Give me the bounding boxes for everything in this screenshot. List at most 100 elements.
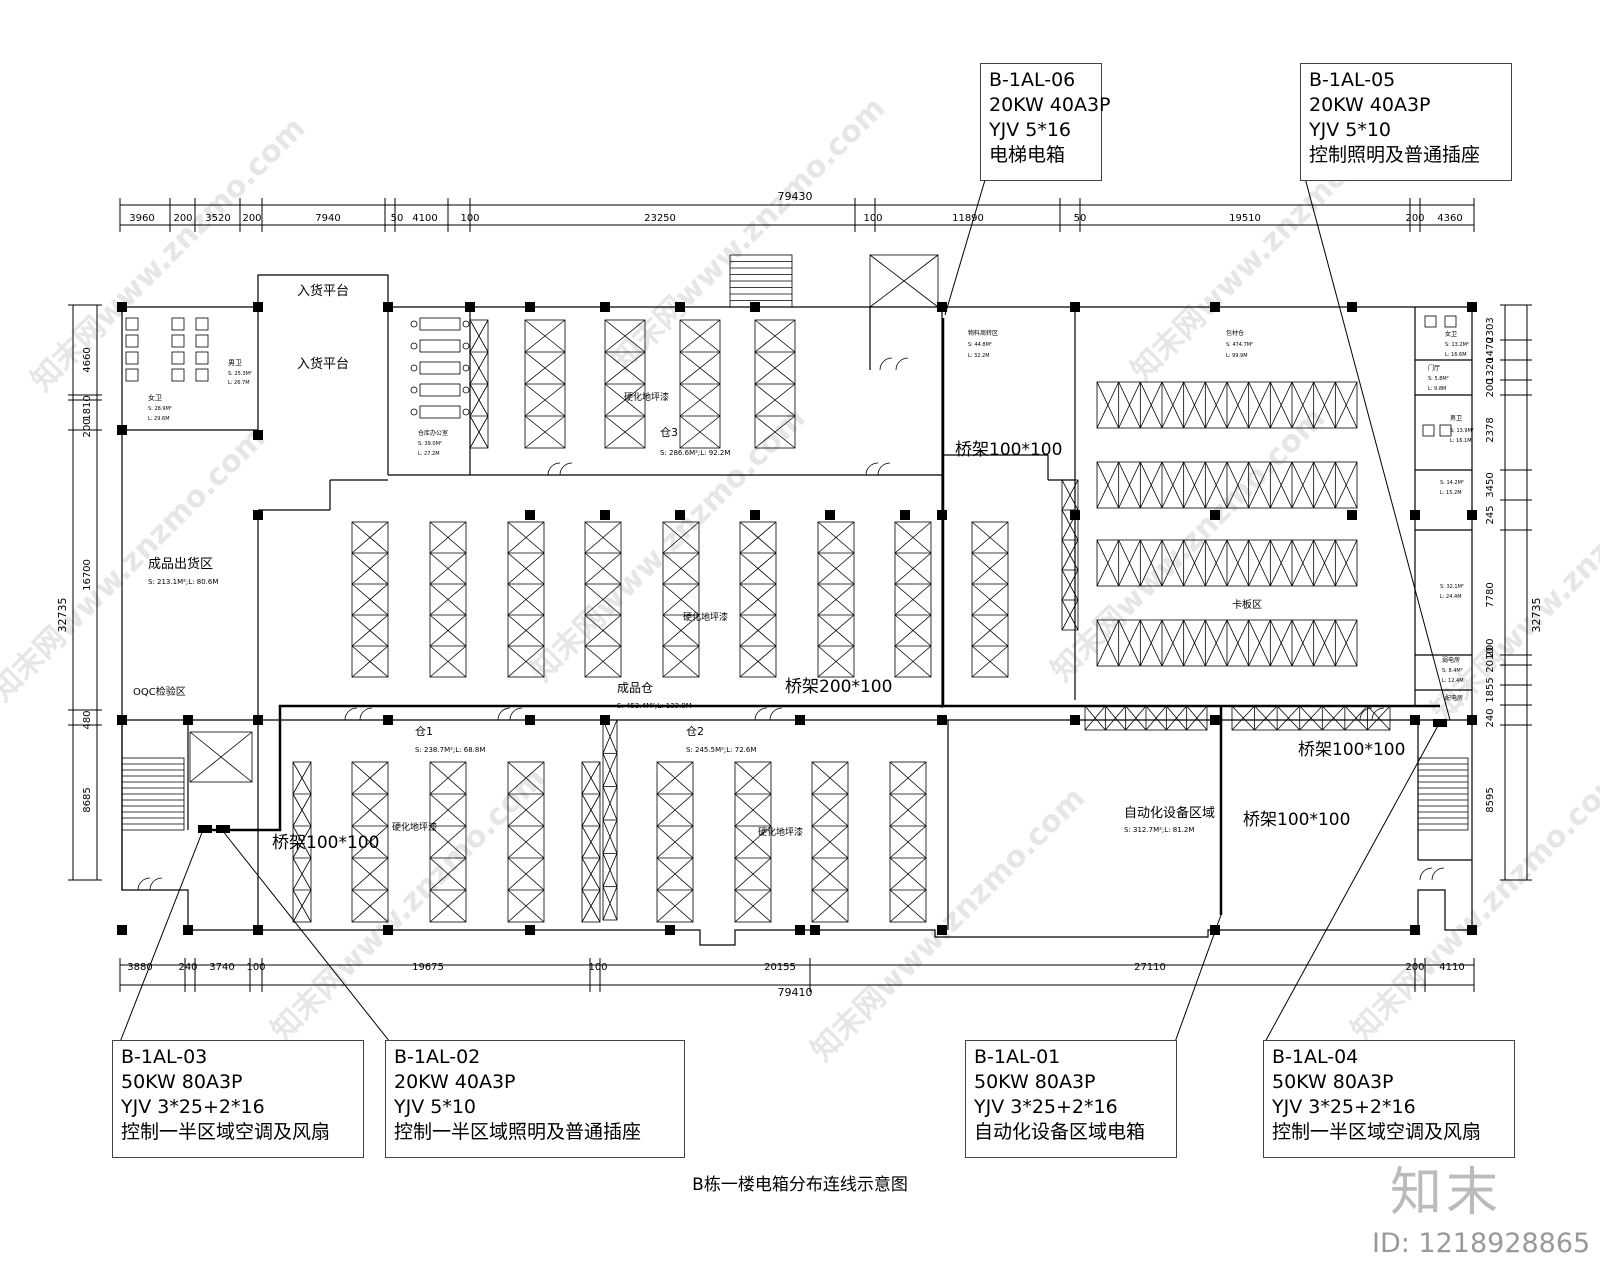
door-swing bbox=[137, 877, 151, 891]
storage-rack bbox=[429, 761, 467, 923]
room-area: S: 44.8M² bbox=[968, 342, 992, 348]
structural-column bbox=[383, 715, 393, 725]
structural-column bbox=[810, 925, 820, 935]
toilet-fixture bbox=[195, 317, 209, 331]
callout-line: B-1AL-06 bbox=[989, 69, 1076, 91]
structural-column bbox=[1410, 510, 1420, 520]
door-swing bbox=[1419, 867, 1433, 881]
structural-column bbox=[253, 430, 263, 440]
toilet-fixture bbox=[195, 351, 209, 365]
storage-rack bbox=[679, 319, 721, 449]
storage-rack bbox=[469, 319, 489, 449]
storage-rack bbox=[889, 761, 927, 923]
dim-label: 8595 bbox=[1485, 787, 1496, 812]
structural-column bbox=[1210, 302, 1220, 312]
structural-column bbox=[1070, 510, 1080, 520]
room-area: S: 25.3M² bbox=[228, 371, 252, 377]
room-label: 配电房 bbox=[1445, 694, 1463, 702]
callout-line: 20KW 40A3P bbox=[1309, 94, 1431, 116]
brand-logo: 知末 bbox=[1390, 1163, 1503, 1223]
storage-rack bbox=[351, 521, 389, 678]
electrical-box-b-1al-02 bbox=[216, 825, 230, 833]
dim-label: 1470 bbox=[1485, 337, 1496, 362]
door-swing bbox=[509, 707, 523, 721]
structural-column bbox=[665, 925, 675, 935]
structural-column bbox=[750, 302, 760, 312]
storage-rack bbox=[739, 521, 777, 678]
office-desk bbox=[410, 317, 470, 331]
storage-rack bbox=[971, 521, 1009, 678]
staircase bbox=[1417, 757, 1469, 831]
toilet-fixture bbox=[195, 368, 209, 382]
dimension-lines bbox=[68, 198, 1532, 992]
dim-label: 100 bbox=[863, 213, 882, 224]
room-label: 男卫 bbox=[1450, 415, 1462, 422]
structural-column bbox=[675, 510, 685, 520]
structural-column bbox=[1347, 302, 1357, 312]
door-swing bbox=[879, 357, 893, 371]
toilet-fixture bbox=[125, 317, 139, 331]
dim-label: 4110 bbox=[1439, 962, 1464, 973]
callout-line: 控制照明及普通插座 bbox=[1309, 144, 1481, 166]
storage-rack bbox=[1096, 461, 1358, 509]
callout-line: YJV 5*10 bbox=[394, 1096, 477, 1118]
dim-label: 200 bbox=[1405, 962, 1424, 973]
room-label: 入货平台 bbox=[297, 283, 349, 299]
room-label: 物料周转区 bbox=[968, 329, 998, 337]
toilet-fixture bbox=[1439, 424, 1452, 437]
dim-label: 1320 bbox=[1485, 357, 1496, 382]
storage-rack bbox=[507, 761, 545, 923]
dim-label: 2378 bbox=[1485, 417, 1496, 442]
room-label: 弱电房 bbox=[1442, 656, 1460, 664]
structural-column bbox=[1467, 510, 1477, 520]
dim-label: 4660 bbox=[82, 347, 93, 372]
toilet-fixture bbox=[171, 368, 185, 382]
dim-label: 16700 bbox=[82, 559, 93, 591]
staircase bbox=[729, 254, 793, 308]
callout-line: 20KW 40A3P bbox=[394, 1071, 516, 1093]
storage-rack bbox=[734, 761, 772, 923]
door-swing bbox=[769, 707, 783, 721]
callout-line: B-1AL-05 bbox=[1309, 69, 1396, 91]
structural-column bbox=[1410, 715, 1420, 725]
room-length: L: 24.4M bbox=[1440, 594, 1462, 600]
structural-column bbox=[183, 715, 193, 725]
dim-label: 7780 bbox=[1485, 582, 1496, 607]
room-label: 入货平台 bbox=[297, 356, 349, 372]
toilet-fixture bbox=[171, 334, 185, 348]
elevator-shaft bbox=[869, 254, 939, 308]
callout-line: B-1AL-03 bbox=[121, 1046, 208, 1068]
dim-label: 3520 bbox=[205, 213, 230, 224]
structural-column bbox=[795, 715, 805, 725]
storage-rack bbox=[894, 521, 932, 678]
room-area: S: 245.5M²;L: 72.6M bbox=[686, 746, 756, 754]
room-area: S: 453.4M²;L: 133.9M bbox=[617, 702, 692, 710]
storage-rack bbox=[524, 319, 566, 449]
room-area: S: 286.6M²;L: 92.2M bbox=[660, 449, 730, 457]
door-swing bbox=[149, 877, 163, 891]
storage-rack bbox=[1096, 539, 1358, 587]
dim-bottom-total: 79410 bbox=[778, 986, 813, 999]
structural-column bbox=[937, 925, 947, 935]
structural-column bbox=[1070, 302, 1080, 312]
structural-column bbox=[937, 715, 947, 725]
storage-rack bbox=[656, 761, 694, 923]
dim-label: 50 bbox=[391, 213, 404, 224]
structural-column bbox=[383, 302, 393, 312]
dim-label: 100 bbox=[588, 962, 607, 973]
room-length: L: 27.2M bbox=[418, 451, 440, 457]
callout-line: YJV 3*25+2*16 bbox=[121, 1096, 265, 1118]
door-swing bbox=[547, 462, 561, 476]
toilet-fixture bbox=[125, 368, 139, 382]
callout-line: YJV 5*16 bbox=[989, 119, 1072, 141]
storage-rack bbox=[811, 761, 849, 923]
structural-column bbox=[1210, 715, 1220, 725]
dim-label: 200 bbox=[1405, 213, 1424, 224]
door-swing bbox=[1431, 867, 1445, 881]
structural-column bbox=[253, 925, 263, 935]
room-label: 仓2 bbox=[686, 724, 704, 738]
dim-label: 480 bbox=[82, 710, 93, 729]
cable-tray-label: 桥架100*100 bbox=[955, 440, 1062, 460]
